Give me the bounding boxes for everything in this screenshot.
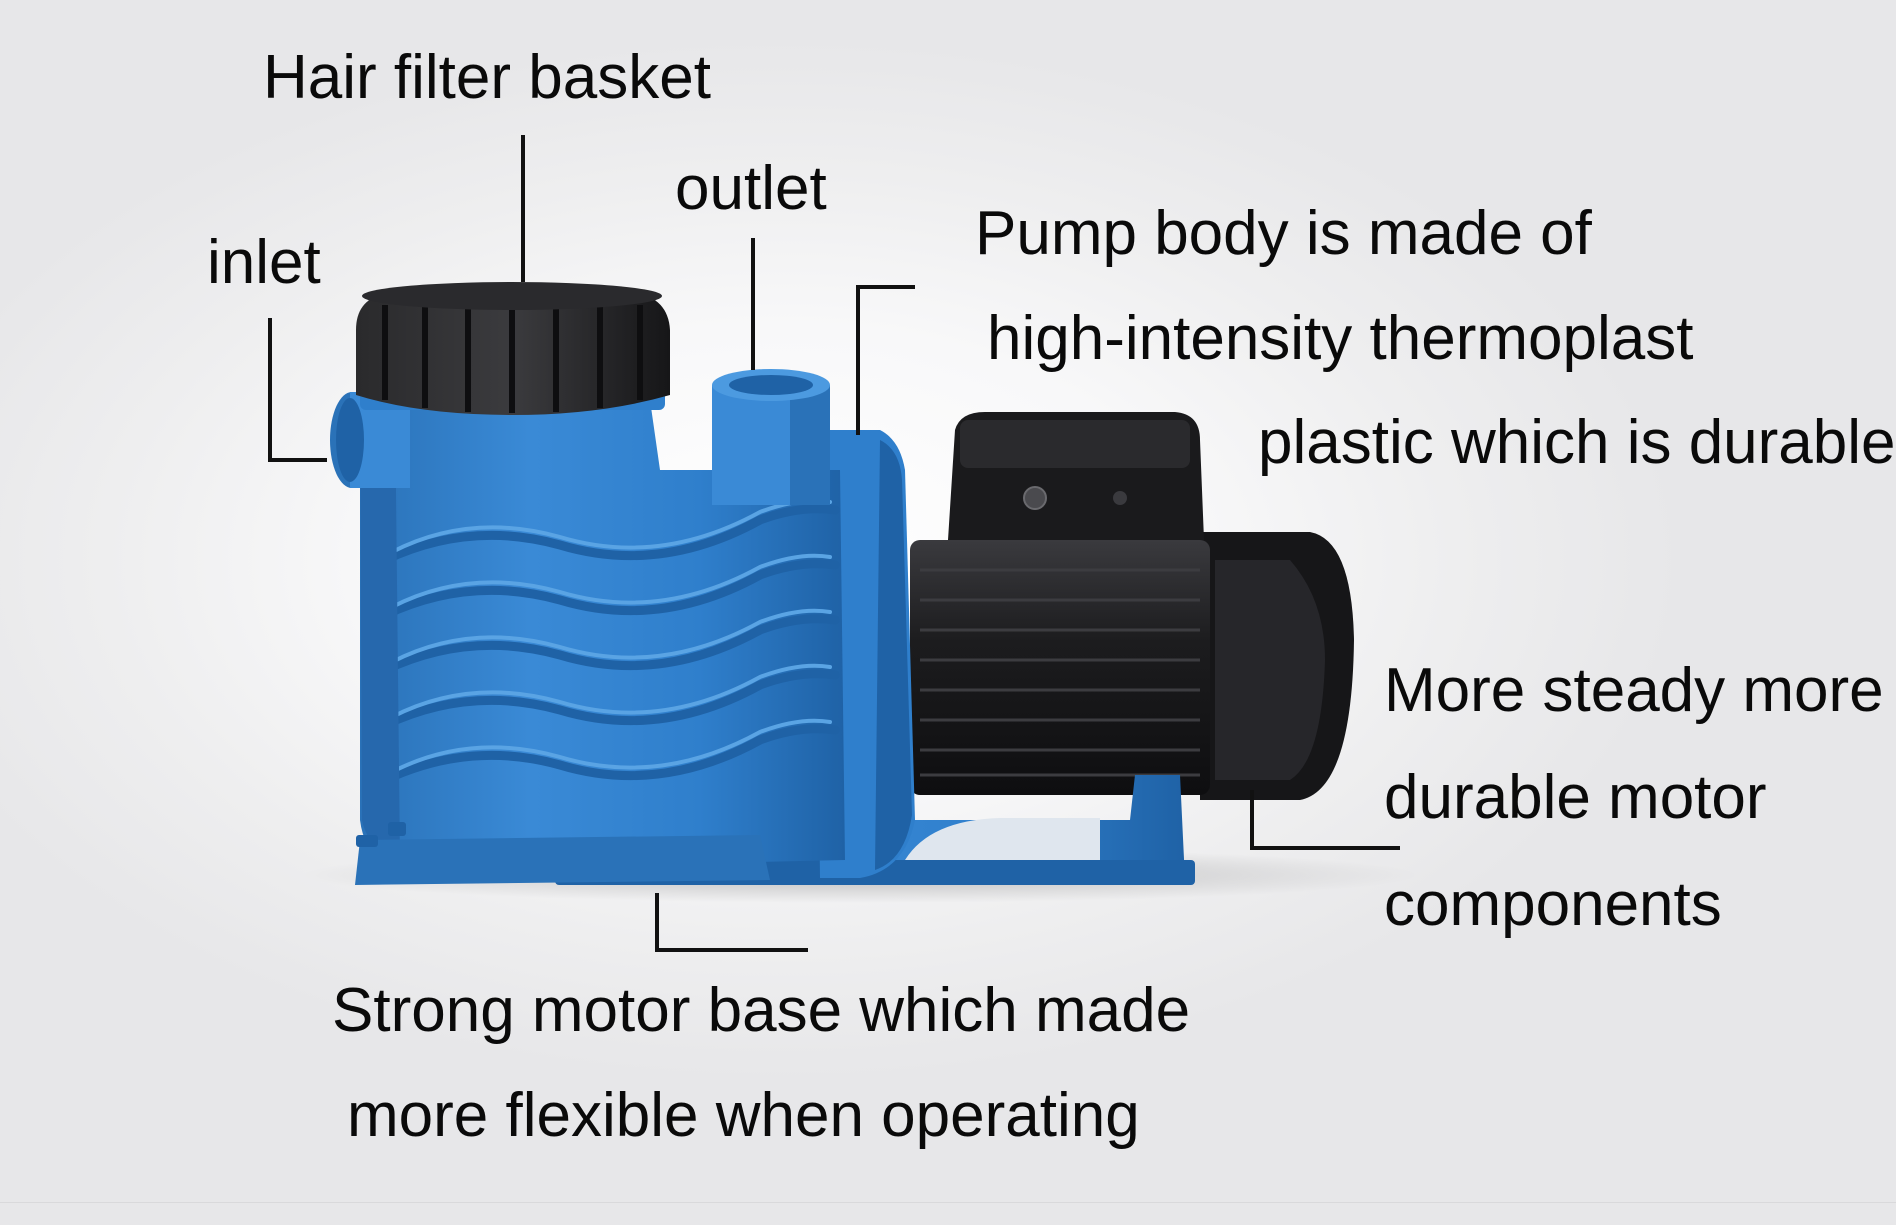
- lid-top: [362, 282, 662, 310]
- motor-end-cap-highlight: [1215, 560, 1325, 780]
- motor: [910, 412, 1354, 800]
- drain-plugs: [356, 822, 406, 847]
- pump-body-ribs: [380, 504, 840, 785]
- pump-base: [355, 835, 770, 885]
- leader-inlet: [268, 318, 327, 462]
- label-motor-base-line1: Strong motor base which made: [332, 976, 1191, 1045]
- leader-pump-body: [856, 285, 915, 435]
- background-floor-line: [0, 1202, 1896, 1203]
- motor-base-cutout: [905, 818, 1100, 860]
- outlet-pipe: [712, 369, 830, 505]
- pump-motor-flange-shade: [875, 440, 912, 870]
- motor-housing: [910, 540, 1210, 795]
- pump-body-left-shade: [360, 400, 400, 860]
- label-motor-line1: More steady more: [1384, 656, 1884, 725]
- motor-cooling-fins: [920, 568, 1200, 777]
- terminal-screw-2: [1113, 491, 1127, 505]
- label-pump-body-line3: plastic which is durable: [1258, 408, 1896, 477]
- outlet-pipe-inner: [729, 375, 813, 395]
- label-motor-line3: components: [1384, 870, 1722, 939]
- terminal-screw: [1023, 486, 1047, 510]
- leader-motor-base: [655, 893, 808, 952]
- label-pump-body-line2: high-intensity thermoplast: [987, 304, 1694, 373]
- label-outlet: outlet: [675, 154, 827, 223]
- inlet-pipe-rim: [336, 398, 364, 482]
- label-motor-line2: durable motor: [1384, 763, 1767, 832]
- leader-motor: [1250, 790, 1400, 850]
- hair-filter-basket-lid: [356, 282, 670, 415]
- label-hair-filter-basket: Hair filter basket: [263, 43, 711, 112]
- label-motor-base-line2: more flexible when operating: [347, 1081, 1140, 1150]
- terminal-box-lid: [960, 420, 1190, 468]
- label-pump-body-line1: Pump body is made of: [975, 199, 1592, 268]
- outlet-pipe-shade: [790, 385, 830, 505]
- leader-lines: [268, 135, 1400, 952]
- label-inlet: inlet: [207, 228, 321, 297]
- lid-grip-ridges: [382, 298, 643, 413]
